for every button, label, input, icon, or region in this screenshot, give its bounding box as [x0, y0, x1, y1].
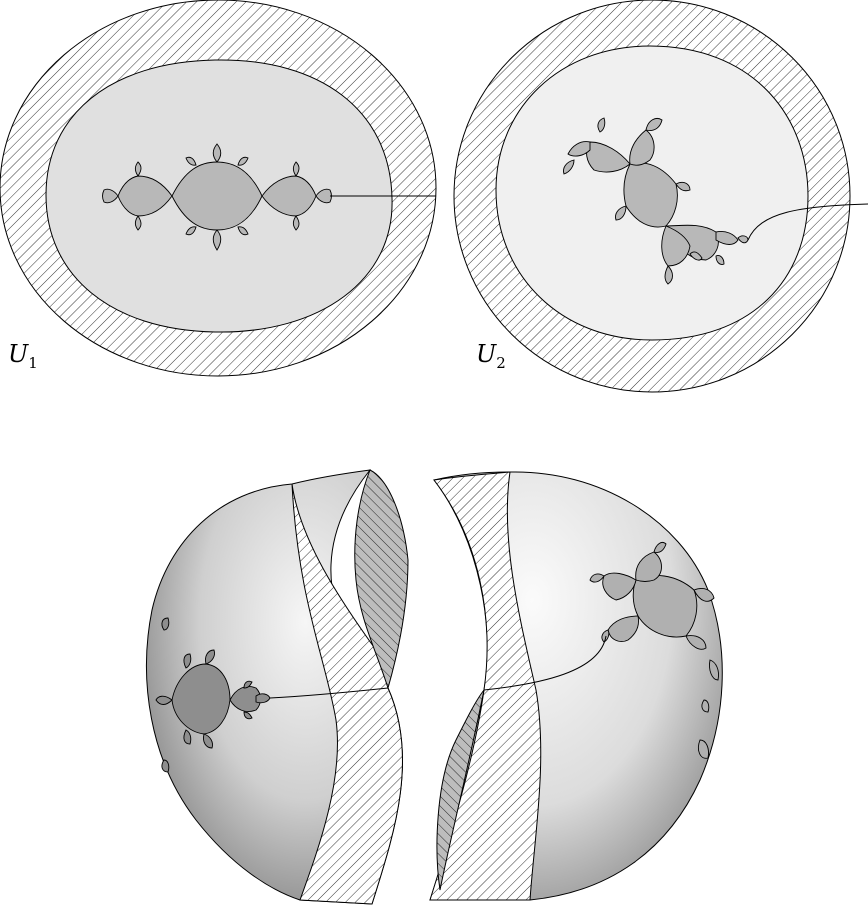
u1-label: U1: [8, 340, 38, 372]
left-sphere-half: [146, 470, 408, 904]
right-sphere-half: [430, 472, 722, 900]
u2-label: U2: [476, 340, 506, 372]
sphere-diagram: [146, 470, 722, 904]
u2-annulus-diagram: U2: [454, 0, 868, 392]
u1-annulus-diagram: U1: [0, 0, 436, 376]
